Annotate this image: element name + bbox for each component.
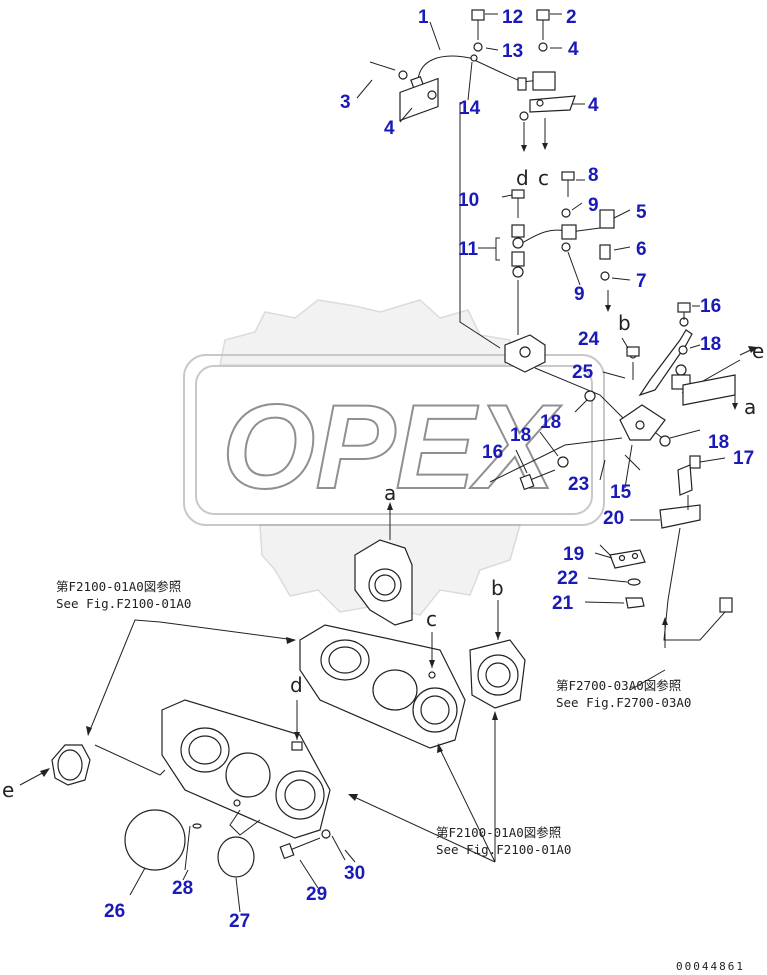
callout-17: 17 — [733, 448, 754, 469]
letter-b: b — [618, 311, 631, 335]
figure-references: 第F2100-01A0図参照 See Fig.F2100-01A0 第F2700… — [56, 579, 691, 857]
watermark-text: OPEX — [222, 380, 562, 514]
callout-2: 2 — [566, 7, 577, 28]
callout-8: 8 — [588, 165, 599, 186]
callout-3: 3 — [340, 92, 351, 113]
callout-16: 16 — [700, 296, 721, 317]
diagram-code: 00044861 — [676, 960, 745, 973]
leader-lines — [86, 13, 701, 913]
callout-28: 28 — [172, 878, 193, 899]
callout-27: 27 — [229, 911, 250, 932]
callout-16: 16 — [482, 442, 503, 463]
callout-11: 11 — [458, 239, 479, 260]
callout-19: 19 — [563, 544, 584, 565]
letter-c: c — [538, 166, 549, 190]
callout-13: 13 — [502, 41, 523, 62]
callout-6: 6 — [636, 239, 647, 260]
letter-d: d — [516, 166, 529, 190]
callout-18: 18 — [700, 334, 721, 355]
callout-24: 24 — [578, 329, 600, 350]
callout-14: 14 — [459, 98, 481, 119]
callout-20: 20 — [603, 508, 624, 529]
callout-18: 18 — [708, 432, 729, 453]
callout-numbers: 1 12 2 13 4 3 14 4 4 8 10 9 5 11 6 9 7 1… — [104, 7, 754, 932]
callout-25: 25 — [572, 362, 594, 383]
callout-18: 18 — [510, 425, 531, 446]
callout-4: 4 — [568, 39, 579, 60]
reference-en: See Fig.F2100-01A0 — [56, 596, 191, 611]
callout-29: 29 — [306, 884, 327, 905]
callout-9: 9 — [588, 195, 599, 216]
letter-c: c — [426, 607, 437, 631]
callout-9: 9 — [574, 284, 585, 305]
reference-jp: 第F2100-01A0図参照 — [56, 579, 181, 594]
callout-12: 12 — [502, 7, 523, 28]
case-parts — [19, 502, 526, 878]
callout-10: 10 — [458, 190, 479, 211]
callout-26: 26 — [104, 901, 125, 922]
callout-18: 18 — [540, 412, 561, 433]
upper-tube-assembly — [369, 9, 576, 152]
callout-30: 30 — [344, 863, 365, 884]
callout-22: 22 — [557, 568, 578, 589]
reference-jp: 第F2100-01A0図参照 — [436, 825, 561, 840]
letter-a: a — [744, 395, 756, 419]
linkage-assembly — [599, 454, 733, 648]
middle-tube-assembly — [495, 171, 615, 335]
letter-b: b — [491, 576, 504, 600]
reference-en: See Fig.F2700-03A0 — [556, 695, 691, 710]
reference-jp: 第F2700-03A0図参照 — [556, 678, 681, 693]
callout-4: 4 — [384, 118, 395, 139]
letter-e: e — [2, 778, 14, 802]
callout-15: 15 — [610, 482, 632, 503]
letter-a: a — [384, 481, 396, 505]
callout-5: 5 — [636, 202, 647, 223]
letter-d: d — [290, 673, 303, 697]
callout-21: 21 — [552, 593, 574, 614]
callout-23: 23 — [568, 474, 589, 495]
letter-e: e — [752, 339, 764, 363]
callout-1: 1 — [418, 7, 429, 28]
reference-en: See Fig.F2100-01A0 — [436, 842, 571, 857]
callout-7: 7 — [636, 271, 647, 292]
arrow-letters: d c b e a a c b d e — [2, 166, 764, 802]
callout-4: 4 — [588, 95, 599, 116]
breather-block — [459, 102, 757, 491]
